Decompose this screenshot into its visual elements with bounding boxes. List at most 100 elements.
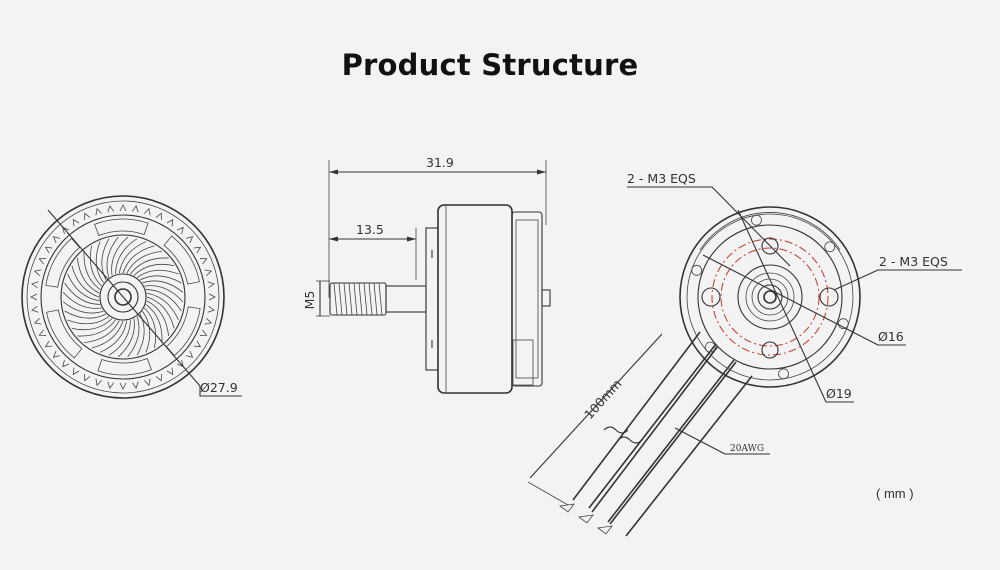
outer-pcd-circle (711, 238, 829, 356)
wire-2-a (591, 345, 719, 513)
thread-line (358, 282, 363, 316)
side-length-arrow-left (329, 169, 338, 175)
bottom-bearing-ring-1 (745, 272, 795, 322)
fan-blade (136, 269, 179, 278)
front-diameter-leader-tail (199, 386, 242, 397)
thread-line (348, 282, 353, 316)
side-front-plate (425, 227, 439, 371)
vent-chevron (199, 258, 208, 265)
side-length-label: 31.9 (426, 155, 454, 170)
fan-blade (139, 275, 182, 284)
outer-circle-leader (737, 209, 827, 403)
fan-blade (146, 296, 175, 329)
vent-chevron (208, 293, 216, 301)
thread-line (353, 282, 358, 316)
bottom-notch (704, 341, 716, 353)
side-base-inner (515, 219, 539, 379)
vent-chevron (31, 305, 39, 313)
wire-end-2 (577, 514, 594, 524)
front-vent-marks (30, 204, 216, 390)
front-hub (99, 273, 147, 321)
fan-blade (62, 301, 104, 314)
bottom-outer-ring (679, 206, 861, 388)
fan-blade (142, 310, 151, 353)
fan-blade (77, 319, 116, 337)
vent-chevron (166, 218, 174, 227)
bottom-base-plate (697, 224, 843, 370)
vent-chevron (30, 293, 38, 301)
vent-chevron (38, 258, 47, 265)
wire-gauge-label: 20AWG (730, 444, 764, 454)
thread-line (363, 282, 368, 316)
wire-length-ext (527, 481, 569, 506)
bottom-base-arc (699, 212, 841, 251)
vent-chevron (204, 269, 213, 276)
fan-blade (118, 241, 147, 274)
front-view: Ø27.9 (21, 195, 242, 399)
fan-blade (145, 304, 163, 343)
wire-length-label: 100mm (581, 376, 624, 422)
fan-blade (83, 320, 120, 344)
vent-chevron (185, 236, 194, 244)
side-stator-base (511, 211, 543, 387)
vent-chevron (44, 246, 53, 254)
wire-break-mark (603, 426, 629, 434)
inner-circle-label: Ø16 (878, 329, 904, 344)
mount-right-label: 2 - M3 EQS (879, 254, 948, 269)
vent-chevron (207, 281, 215, 289)
vent-chevron (131, 205, 139, 213)
fan-blade (144, 285, 184, 302)
fan-blade (64, 282, 101, 305)
inner-circle-leader (702, 254, 879, 346)
bottom-bearing-ring-3 (757, 284, 783, 310)
fan-blade (145, 289, 182, 312)
wire-3-a (609, 361, 737, 525)
vent-chevron (52, 236, 61, 244)
vent-chevron (84, 212, 91, 221)
front-bell-cutouts (45, 218, 201, 376)
wire-1-a (572, 331, 701, 501)
wire-end-3 (596, 525, 613, 535)
fan-blade (136, 313, 145, 356)
side-bell (437, 204, 513, 394)
vent-chevron (185, 350, 194, 358)
fan-blade (91, 320, 124, 349)
vent-chevron (107, 205, 115, 213)
outer-circle-label: Ø19 (826, 386, 852, 401)
side-shaft-length-label: 13.5 (356, 222, 384, 237)
vent-chevron (155, 373, 162, 382)
front-shaft (114, 288, 132, 306)
vent-chevron (176, 226, 184, 235)
vent-chevron (207, 305, 215, 313)
vent-chevron (95, 378, 102, 387)
wire-length-dim-line (529, 333, 663, 479)
fan-blade (106, 236, 119, 278)
fan-blade (95, 241, 104, 284)
vent-chevron (199, 329, 208, 336)
fan-blade (127, 316, 140, 358)
mount-hole-right (819, 287, 839, 307)
vent-chevron (193, 246, 202, 254)
wire-gauge-leader (674, 427, 726, 455)
page-title: Product Structure (341, 48, 639, 82)
side-thread-label: M5 (302, 291, 317, 310)
fan-blade (146, 300, 170, 337)
mount-right-leader (833, 269, 879, 291)
front-diameter-label: Ø27.9 (200, 380, 238, 395)
vent-chevron (72, 218, 80, 227)
fan-blade (71, 318, 113, 331)
vent-chevron (72, 367, 80, 376)
fan-blade (133, 263, 175, 276)
vent-chevron (193, 340, 202, 348)
thread-line (343, 282, 348, 316)
side-view: 31.9 13.5 M5 (302, 155, 551, 394)
mount-hole-bottom (761, 341, 779, 359)
thread-line (338, 282, 343, 316)
bell-cutout (46, 309, 83, 359)
vent-chevron (131, 381, 139, 389)
side-rear-shaft (541, 289, 551, 307)
vent-chevron (119, 204, 127, 212)
side-shaft-arrow-right (407, 236, 416, 242)
shaft-threads (333, 282, 383, 316)
